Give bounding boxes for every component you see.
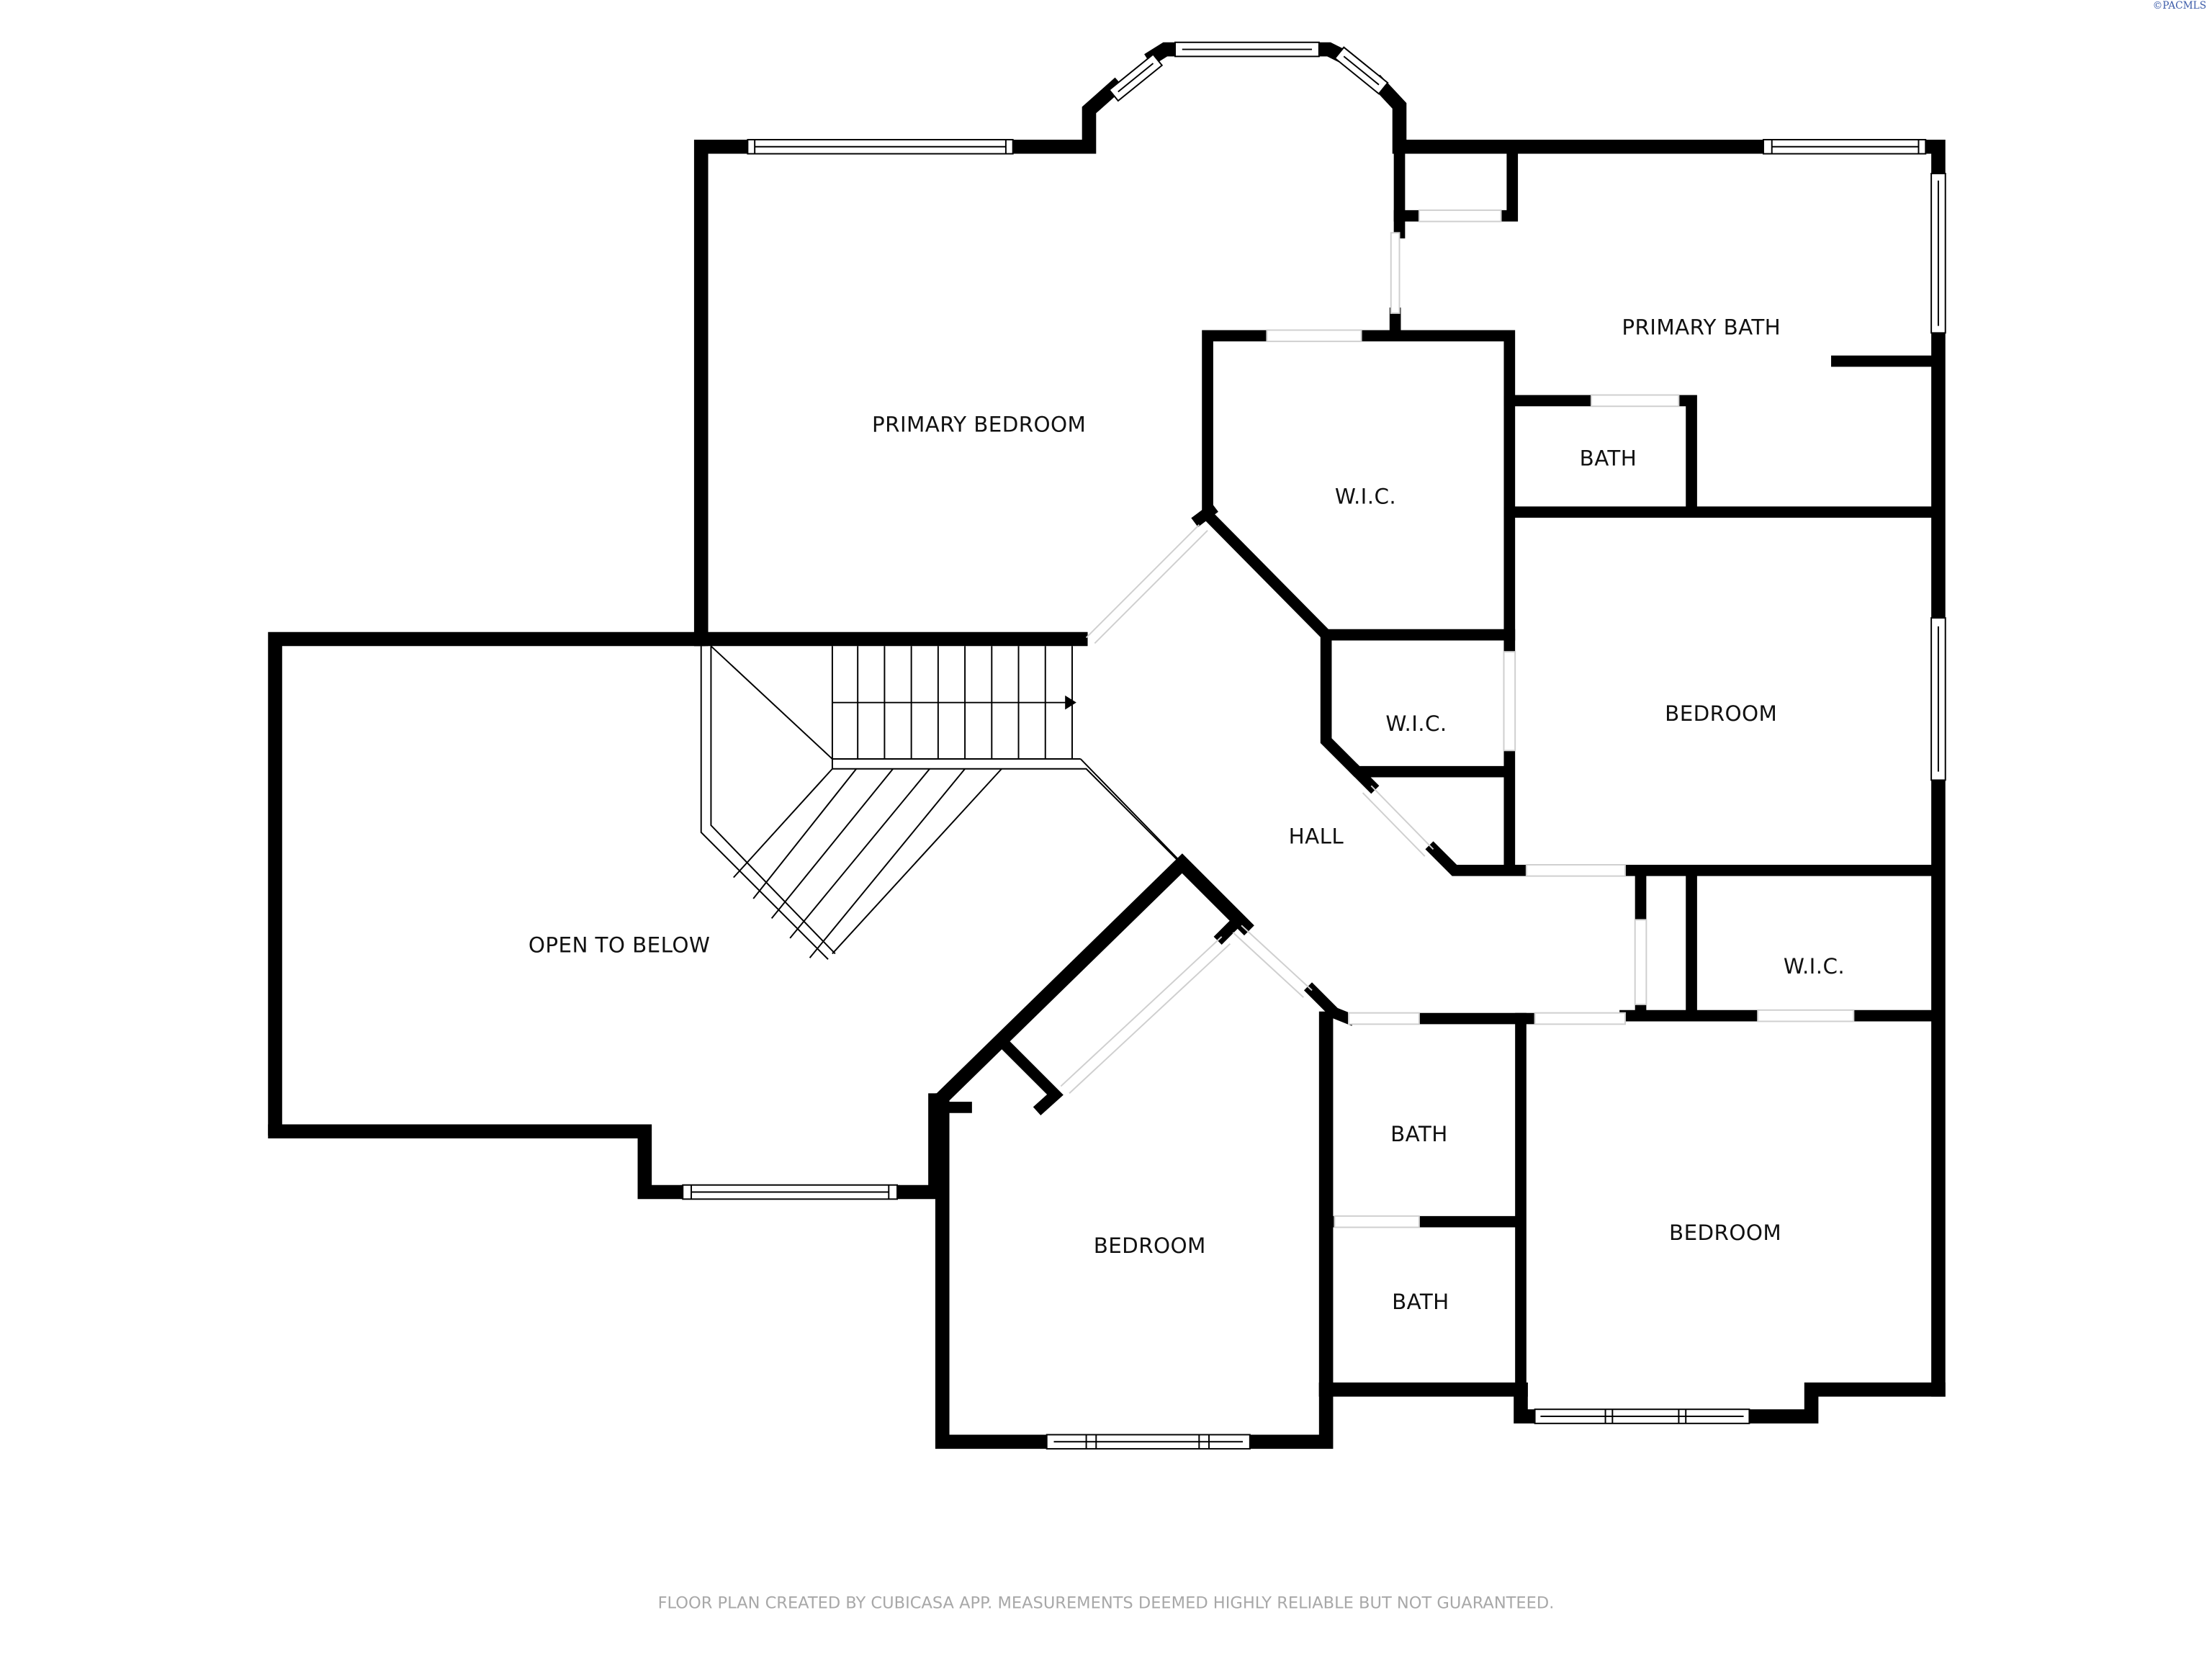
door-wic-southeast (1757, 1009, 1855, 1022)
wall-wic1-ne (1355, 330, 1516, 641)
label-bedroom-southeast: BEDROOM (1669, 1220, 1781, 1245)
wall-wic2-door-stub (1349, 763, 1380, 794)
door-bedroom-east (1525, 864, 1626, 877)
door-wic-hall (1503, 651, 1516, 752)
wall-wic2-west (1320, 631, 1513, 778)
door-primary-bedroom-a (1085, 524, 1200, 639)
label-wic-hall: W.I.C. (1385, 711, 1447, 736)
wall-bay-east (1370, 74, 1771, 154)
window-primary-bed-north (747, 138, 1014, 155)
label-bath-wc: BATH (1580, 446, 1637, 471)
label-bath-lower: BATH (1392, 1290, 1449, 1314)
door-hall-diag-b (1362, 792, 1426, 857)
window-open-south (682, 1184, 899, 1200)
wall-hall-se-corner (1303, 982, 1357, 1026)
label-bath-upper: BATH (1390, 1122, 1448, 1146)
wall-wc-east (1673, 395, 1697, 517)
watermark-logo: ©PACMLS (2153, 0, 2207, 12)
label-hall: HALL (1289, 824, 1344, 849)
wall-bed-sw-closet (999, 1038, 1064, 1116)
door-bath-upper (1348, 1012, 1420, 1025)
label-wic-primary: W.I.C. (1335, 484, 1396, 508)
wall-primary-bed-north (1005, 77, 1125, 154)
window-primary-bath-east (1930, 173, 1946, 334)
label-primary-bath: PRIMARY BATH (1622, 315, 1781, 339)
wall-primary-bed-west (693, 139, 755, 647)
walls (268, 42, 1946, 1449)
door-hall-diag-a (1370, 785, 1434, 850)
door-openings (1060, 209, 1855, 1228)
wall-bed-se-south (1742, 1382, 1946, 1424)
label-bedroom-east: BEDROOM (1665, 701, 1777, 726)
closet-bedroom-sw-b (1069, 943, 1231, 1094)
wall-open-west (268, 631, 706, 1136)
door-bath-lower (1334, 1215, 1420, 1228)
wall-bed-se-sw (1514, 1382, 1542, 1424)
window-bedroom-sw-south (1046, 1434, 1251, 1450)
wall-hall-notch (1425, 841, 1532, 876)
label-primary-bedroom: PRIMARY BEDROOM (872, 413, 1086, 437)
wall-open-south-east (890, 1093, 943, 1200)
label-bedroom-southwest: BEDROOM (1094, 1233, 1206, 1258)
wall-wic1-door-stub (1191, 503, 1218, 527)
wall-closet-east (1495, 146, 1519, 222)
door-bedroom-sw-a (1241, 925, 1313, 992)
wall-open-south (268, 1124, 691, 1200)
closet-bedroom-sw-a (1060, 936, 1223, 1087)
window-primary-bath-north (1763, 138, 1927, 155)
door-primary-bath (1390, 232, 1401, 314)
wall-bed-sw-diag (932, 853, 1254, 1108)
wall-bed-sw-door-stub (1213, 912, 1247, 945)
door-wic-primary (1266, 329, 1362, 343)
window-bay-left (1108, 53, 1164, 102)
door-bedroom-sw-b (1232, 932, 1304, 998)
door-wc (1590, 394, 1680, 408)
windows (682, 41, 1946, 1450)
window-bedroom-se-south (1534, 1408, 1750, 1424)
window-bay-top (1174, 41, 1320, 58)
wall-wic1-diag (1199, 507, 1513, 641)
wall-bed-sw-south (1243, 1382, 1334, 1449)
window-bedroom-east (1930, 617, 1946, 781)
wall-wic1-nw (1202, 330, 1273, 521)
label-open-to-below: OPEN TO BELOW (529, 932, 710, 957)
stair-treads-upper (857, 646, 1073, 760)
door-hall-closet (1634, 919, 1647, 1005)
door-closet (1418, 209, 1502, 222)
label-wic-southeast: W.I.C. (1784, 954, 1845, 979)
door-bedroom-se (1534, 1012, 1626, 1025)
room-labels: PRIMARY BEDROOM PRIMARY BATH W.I.C. BATH… (529, 315, 1845, 1314)
door-primary-bedroom-b (1094, 529, 1208, 644)
stair-direction-arrow-icon (1065, 695, 1076, 710)
disclaimer-footer: FLOOR PLAN CREATED BY CUBICASA APP. MEAS… (658, 1593, 1555, 1612)
wall-bed-sw-west (935, 1093, 1054, 1449)
wall-ne-corner (1918, 139, 1946, 181)
window-bay-right (1334, 46, 1389, 95)
staircase (700, 645, 1189, 960)
